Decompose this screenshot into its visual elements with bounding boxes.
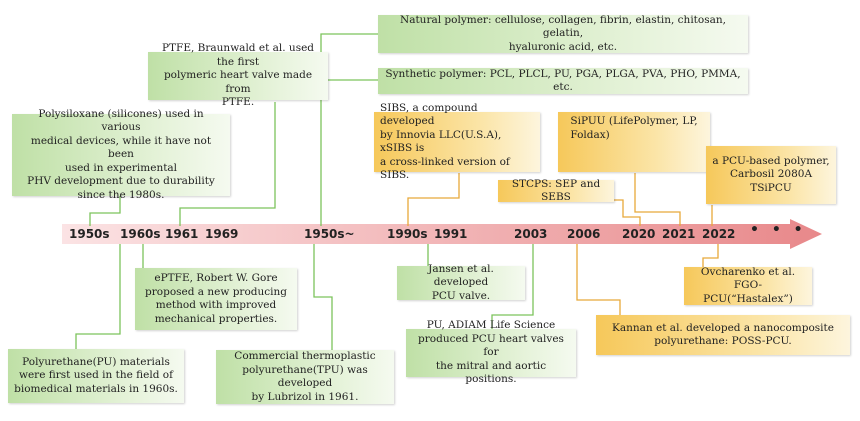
- year-label: 1950s~: [304, 227, 355, 241]
- year-label: 1961: [165, 227, 199, 241]
- year-label: 2022: [702, 227, 736, 241]
- timeline-arrow: [62, 219, 822, 249]
- ovcharenko-box: Ovcharenko et al.FGO-PCU(“Hastalex”): [684, 266, 812, 305]
- year-label: 2003: [514, 227, 548, 241]
- synthetic-polymer-box: Synthetic polymer: PCL, PLCL, PU, PGA, P…: [378, 68, 748, 94]
- sipuu-box: SiPUU (LifePolymer, LP,Foldax): [558, 112, 710, 172]
- natural-polymer-box: Natural polymer: cellulose, collagen, fi…: [378, 14, 748, 53]
- connector-polysiloxane: [89, 196, 121, 226]
- stcps-box: STCPS: SEP and SEBS: [498, 178, 614, 203]
- year-label: 1960s: [120, 227, 161, 241]
- year-label: 1990s: [387, 227, 428, 241]
- connector-natural: [320, 33, 378, 226]
- connector-tpu: [313, 244, 333, 350]
- green-connectors: [75, 33, 534, 350]
- connector-pu-adiam: [491, 244, 534, 329]
- connector-kannan: [576, 244, 621, 315]
- connector-polyurethane: [75, 244, 121, 349]
- year-label: 1950s: [69, 227, 110, 241]
- year-label: 2006: [567, 227, 601, 241]
- year-label: 2020: [622, 227, 656, 241]
- year-label: 1991: [434, 227, 468, 241]
- connector-sipuu: [634, 173, 681, 226]
- year-label: 2021: [662, 227, 696, 241]
- connector-ovcharenko: [702, 244, 719, 267]
- connector-ptfe: [179, 102, 276, 226]
- connector-sibs: [407, 173, 460, 226]
- year-label: 1969: [205, 227, 239, 241]
- timeline-ellipsis: • • •: [750, 222, 807, 238]
- polysiloxane-box: Polysiloxane (silicones) used in various…: [12, 108, 230, 201]
